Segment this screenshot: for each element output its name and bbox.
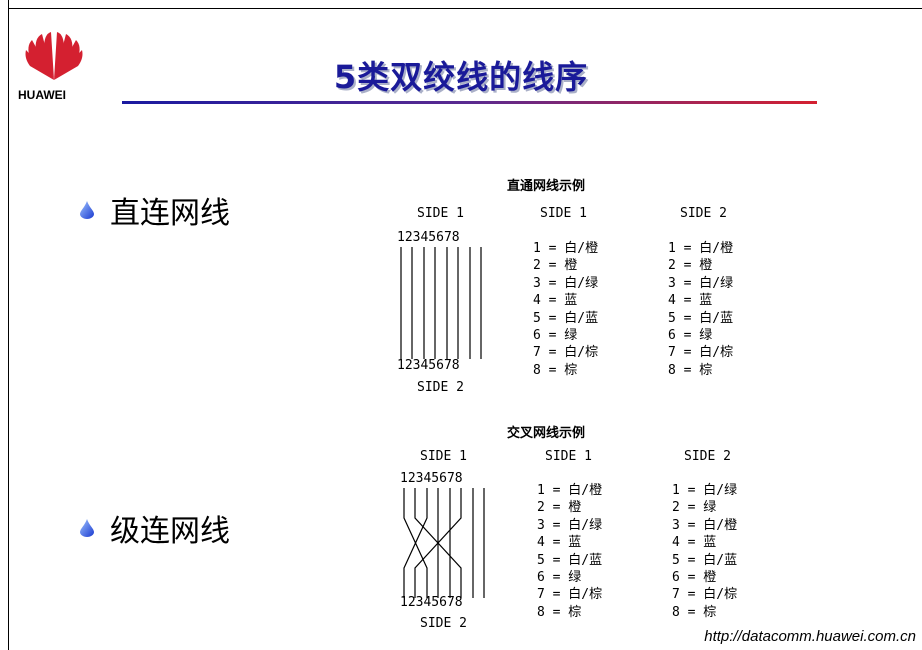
list-item: 3 = 白/绿 bbox=[668, 275, 734, 291]
list-item: 4 = 蓝 bbox=[537, 535, 582, 551]
list-item: 1 = 白/橙 bbox=[537, 483, 603, 498]
crossover-pins-bottom: 12345678 bbox=[400, 595, 463, 610]
list-item: 4 = 蓝 bbox=[533, 293, 578, 309]
list-item: 8 = 棕 bbox=[533, 362, 578, 378]
crossover-col2-list: 1 = 白/绿 2 = 绿 3 = 白/橙 4 = 蓝 5 = 白/蓝 6 = … bbox=[672, 482, 737, 621]
footer-url: http://datacomm.huawei.com.cn bbox=[704, 628, 916, 645]
straight-col1-head: SIDE 1 bbox=[540, 206, 587, 221]
straight-col1-list: 1 = 白/橙 2 = 橙 3 = 白/绿 4 = 蓝 5 = 白/蓝 6 = … bbox=[533, 240, 598, 379]
list-item: 7 = 白/棕 bbox=[533, 345, 599, 361]
list-item: 8 = 棕 bbox=[672, 604, 717, 620]
list-item: 7 = 白/棕 bbox=[537, 587, 603, 603]
list-item: 5 = 白/蓝 bbox=[537, 552, 603, 568]
straight-side1-label: SIDE 1 bbox=[417, 206, 464, 221]
slide-top-border bbox=[8, 8, 922, 9]
drop-icon bbox=[80, 519, 94, 537]
crossover-wires bbox=[403, 488, 485, 598]
list-item: 4 = 蓝 bbox=[672, 535, 717, 551]
list-item: 6 = 绿 bbox=[668, 328, 713, 344]
list-item: 3 = 白/橙 bbox=[672, 517, 738, 533]
list-item: 7 = 白/棕 bbox=[672, 587, 738, 603]
brand-name: HUAWEI bbox=[18, 88, 66, 102]
straight-col2-head: SIDE 2 bbox=[680, 206, 727, 221]
list-item: 2 = 橙 bbox=[533, 258, 578, 274]
crossover-col1-list: 1 = 白/橙 2 = 橙 3 = 白/绿 4 = 蓝 5 = 白/蓝 6 = … bbox=[537, 482, 602, 621]
bullet-label: 级连网线 bbox=[110, 514, 230, 549]
list-item: 8 = 棕 bbox=[668, 362, 713, 378]
crossover-col2-head: SIDE 2 bbox=[684, 449, 731, 464]
list-item: 1 = 白/橙 bbox=[668, 241, 734, 256]
straight-heading: 直通网线示例 bbox=[507, 179, 586, 194]
slide-left-border bbox=[8, 0, 9, 650]
crossover-pins-top: 12345678 bbox=[400, 471, 463, 486]
bullet-crossover: 级连网线 bbox=[80, 506, 230, 550]
list-item: 1 = 白/橙 bbox=[533, 241, 599, 256]
crossover-side1-label: SIDE 1 bbox=[420, 449, 467, 464]
list-item: 2 = 橙 bbox=[668, 258, 713, 274]
straight-side2-label: SIDE 2 bbox=[417, 380, 464, 395]
bullet-straight: 直连网线 bbox=[80, 188, 230, 232]
list-item: 2 = 橙 bbox=[537, 500, 582, 516]
list-item: 6 = 绿 bbox=[537, 570, 582, 586]
list-item: 5 = 白/蓝 bbox=[668, 310, 734, 326]
drop-icon bbox=[80, 201, 94, 219]
straight-col2-list: 1 = 白/橙 2 = 橙 3 = 白/绿 4 = 蓝 5 = 白/蓝 6 = … bbox=[668, 240, 733, 379]
list-item: 4 = 蓝 bbox=[668, 293, 713, 309]
list-item: 3 = 白/绿 bbox=[537, 517, 603, 533]
page-title: 5类双绞线的线序 bbox=[333, 58, 589, 96]
list-item: 7 = 白/棕 bbox=[668, 345, 734, 361]
crossover-side2-label: SIDE 2 bbox=[420, 616, 467, 631]
title-underline bbox=[122, 101, 817, 104]
list-item: 3 = 白/绿 bbox=[533, 275, 599, 291]
list-item: 6 = 绿 bbox=[533, 328, 578, 344]
list-item: 8 = 棕 bbox=[537, 604, 582, 620]
list-item: 5 = 白/蓝 bbox=[533, 310, 599, 326]
list-item: 2 = 绿 bbox=[672, 500, 717, 516]
huawei-logo-icon bbox=[25, 32, 83, 80]
straight-pins-top: 12345678 bbox=[397, 230, 460, 245]
crossover-col1-head: SIDE 1 bbox=[545, 449, 592, 464]
list-item: 1 = 白/绿 bbox=[672, 483, 738, 498]
crossover-heading: 交叉网线示例 bbox=[507, 426, 586, 441]
straight-wires bbox=[400, 247, 482, 359]
bullet-label: 直连网线 bbox=[110, 196, 230, 231]
list-item: 5 = 白/蓝 bbox=[672, 552, 738, 568]
straight-pins-bottom: 12345678 bbox=[397, 358, 460, 373]
list-item: 6 = 橙 bbox=[672, 570, 717, 586]
